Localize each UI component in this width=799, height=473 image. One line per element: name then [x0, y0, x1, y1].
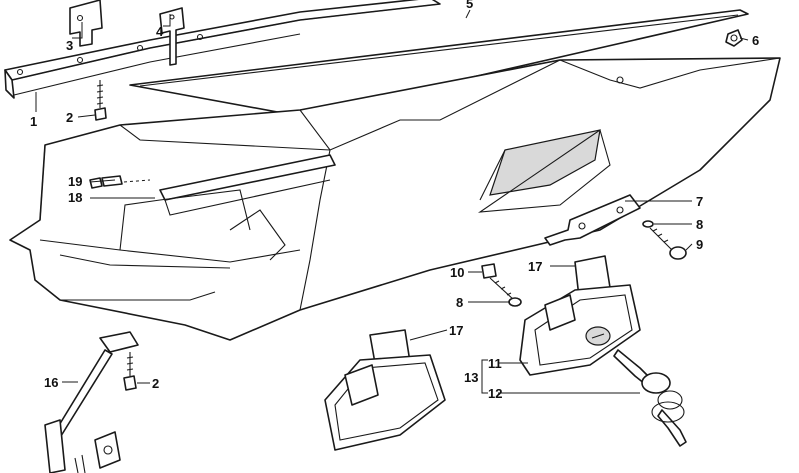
key: [613, 349, 687, 447]
screw-washer-middle: [481, 263, 522, 307]
callout-labels: 1 2 2 3 4 5 6 7 8 8 9 10 11 12 13 16 17 …: [30, 0, 759, 401]
callout-7: 7: [696, 194, 703, 209]
clip-nut: [725, 29, 743, 47]
lock-assembly-lower: [324, 329, 446, 451]
hinge-rail: [4, 0, 441, 99]
callout-13: 13: [464, 370, 478, 385]
callout-6: 6: [752, 33, 759, 48]
screw-side: [89, 175, 151, 189]
hinge-bracket-left: [69, 0, 103, 47]
callout-1: 1: [30, 114, 37, 129]
callout-12: 12: [488, 386, 502, 401]
callout-17-lower: 17: [449, 323, 463, 338]
callout-5: 5: [466, 0, 473, 11]
screw-top: [94, 80, 107, 121]
stay-arm: [44, 331, 139, 473]
callout-2-top: 2: [66, 110, 73, 125]
callout-3: 3: [66, 38, 73, 53]
callout-8-right: 8: [696, 217, 703, 232]
washer-screw-right: [642, 220, 687, 260]
callout-2-bottom: 2: [152, 376, 159, 391]
callout-18: 18: [68, 190, 82, 205]
callout-9: 9: [696, 237, 703, 252]
callout-19: 19: [68, 174, 82, 189]
callout-11: 11: [488, 356, 502, 371]
callout-17-upper: 17: [528, 259, 542, 274]
hinge-plate: [544, 194, 641, 246]
leader-lines: [35, 9, 749, 394]
callout-4: 4: [156, 24, 164, 39]
lock-assembly-upper: [519, 255, 641, 376]
callout-10: 10: [450, 265, 464, 280]
callout-16: 16: [44, 375, 58, 390]
callout-8-middle: 8: [456, 295, 463, 310]
screw-bottom: [123, 352, 137, 391]
glovebox-housing: [9, 57, 781, 341]
